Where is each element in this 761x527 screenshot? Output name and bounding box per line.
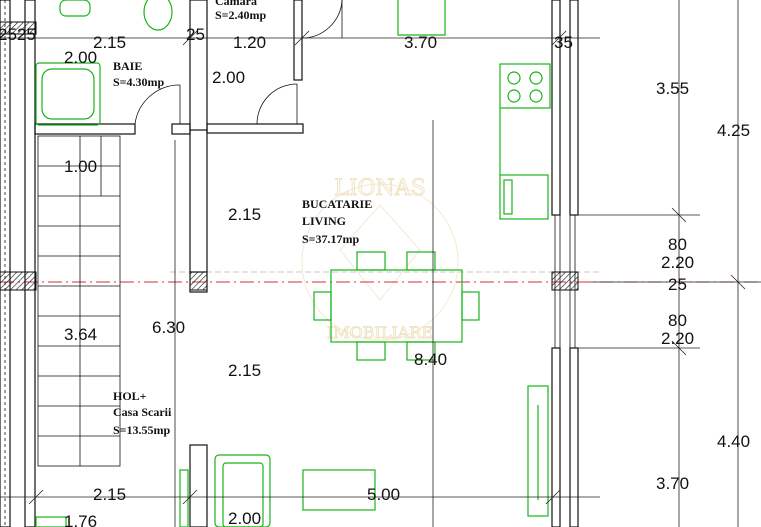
dim-left-215-upper: 2.15 (228, 205, 261, 224)
dim-r-440: 4.40 (717, 432, 750, 451)
watermark-top: LIONAS (334, 176, 426, 201)
dim-top-35: 35 (554, 33, 573, 52)
dim-r-25: 25 (668, 275, 687, 294)
dim-r-80-lower: 80 (668, 311, 687, 330)
baie-area: S=4.30mp (113, 75, 165, 89)
dim-baie-200: 2.00 (64, 48, 97, 67)
baie-name: BAIE (113, 59, 142, 73)
staircase (37, 135, 121, 467)
dim-r-370: 3.70 (656, 474, 689, 493)
dim-top-370: 3.70 (404, 33, 437, 52)
dim-bot-200: 2.00 (228, 509, 261, 527)
dim-r-425: 4.25 (717, 121, 750, 140)
dim-top-25: 25 (186, 25, 205, 44)
dim-bot-500: 5.00 (367, 485, 400, 504)
dimension-labels: 2525 2.15 25 1.20 3.70 35 2.00 2.00 1.00… (0, 25, 750, 527)
bucatarie-line2: LIVING (302, 214, 346, 228)
bucatarie-area: S=37.17mp (302, 232, 360, 246)
dim-top-120: 1.20 (233, 33, 266, 52)
dim-2525: 2525 (0, 25, 36, 44)
axis-lines (0, 271, 761, 283)
bucatarie-line1: BUCATARIE (302, 197, 372, 211)
room-labels: Camara S=2.40mp BAIE S=4.30mp BUCATARIE … (113, 0, 372, 437)
dim-r-220-lower: 2.20 (661, 329, 694, 348)
camara-name: Camara (215, 0, 257, 8)
dim-stair-364: 3.64 (64, 325, 97, 344)
dim-v-630: 6.30 (152, 318, 185, 337)
dim-r-220-upper: 2.20 (661, 253, 694, 272)
watermark: LIONAS IMOBILIARE (301, 176, 459, 343)
dim-stair-100: 1.00 (64, 157, 97, 176)
camara-area: S=2.40mp (215, 8, 267, 22)
dim-bot-176: 1.76 (64, 512, 97, 527)
fixtures (35, 0, 551, 527)
dim-bot-215: 2.15 (93, 485, 126, 504)
watermark-bottom: IMOBILIARE (327, 323, 433, 342)
hol-line1: HOL+ (113, 389, 147, 403)
walls (0, 0, 579, 527)
doors (134, 0, 343, 125)
hol-line2: Casa Scarii (113, 405, 172, 419)
dim-left-215-lower: 2.15 (228, 361, 261, 380)
dim-r-355: 3.55 (656, 79, 689, 98)
dim-r-80-upper: 80 (668, 235, 687, 254)
dim-top-215: 2.15 (93, 33, 126, 52)
hol-area: S=13.55mp (113, 423, 171, 437)
dim-camara-200: 2.00 (212, 68, 245, 87)
dim-v-840: 8.40 (414, 350, 447, 369)
